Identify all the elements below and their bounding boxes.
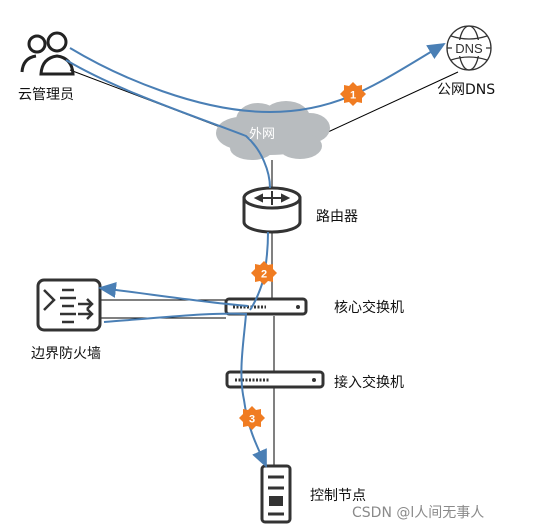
flow-admin-to-router — [65, 59, 271, 189]
step-badge-3: 3 — [239, 406, 265, 430]
control-node-server-icon — [260, 464, 292, 524]
control-node-label: 控制节点 — [310, 488, 366, 504]
step-number-3: 3 — [249, 414, 255, 426]
admin-users-icon — [20, 31, 75, 76]
flow-router-to-core — [249, 231, 269, 311]
border-firewall-label: 边界防火墙 — [31, 346, 101, 362]
cloud-admin-label: 云管理员 — [18, 87, 74, 103]
internet-to-dns-line — [327, 71, 459, 133]
dns-globe-icon — [446, 25, 492, 71]
access-switch-icon — [225, 370, 325, 389]
external-network-label: 外网 — [249, 127, 276, 142]
step-number-1: 1 — [350, 90, 356, 102]
traffic-flows — [65, 42, 446, 468]
core-switch-label: 核心交换机 — [334, 300, 404, 316]
public-dns-label: 公网DNS — [437, 82, 496, 98]
flow-firewall-to-control — [103, 312, 267, 468]
core-switch-icon — [224, 297, 308, 316]
router-icon — [242, 186, 302, 234]
flow-core-to-firewall — [98, 281, 249, 307]
step-badge-1: 1 — [340, 82, 366, 106]
dns-icon-text: DNS — [455, 41, 483, 56]
flow-admin-to-dns — [69, 42, 446, 114]
firewall-icon — [36, 278, 102, 332]
step-number-2: 2 — [261, 269, 267, 281]
step-badge-2: 2 — [251, 261, 277, 285]
watermark: CSDN @l人间无事人 — [352, 505, 485, 521]
router-label: 路由器 — [316, 209, 358, 225]
access-switch-label: 接入交换机 — [334, 375, 404, 391]
